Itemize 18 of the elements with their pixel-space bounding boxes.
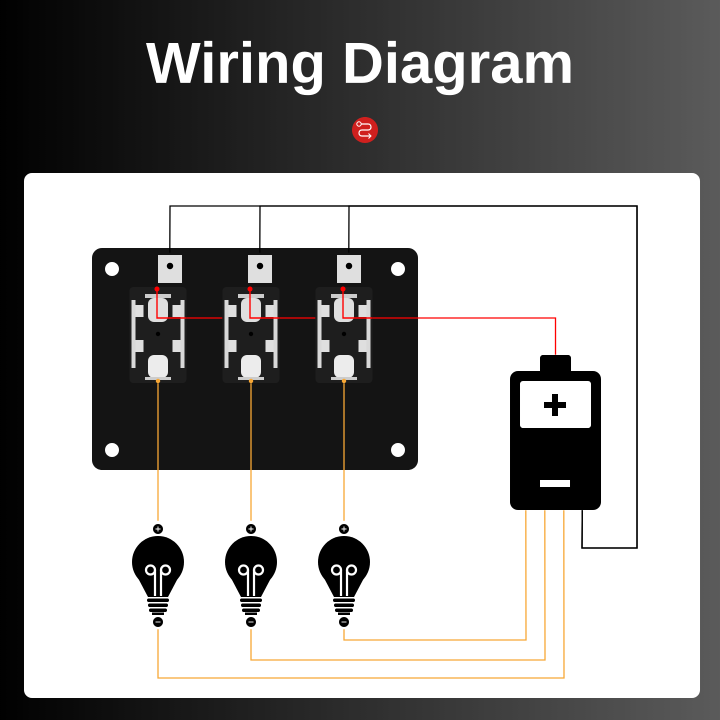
wire bbox=[186, 317, 222, 319]
light-bulb-drawing bbox=[225, 524, 277, 627]
wire bbox=[280, 317, 316, 319]
wire bbox=[348, 205, 638, 549]
rocker-switch-drawing bbox=[130, 255, 186, 384]
wire bbox=[343, 383, 345, 521]
light-bulb-drawing bbox=[132, 524, 184, 627]
wire bbox=[372, 317, 556, 355]
rocker-switch-drawing bbox=[316, 255, 372, 384]
light-bulb-drawing bbox=[318, 524, 370, 627]
wire bbox=[250, 383, 252, 521]
battery-drawing bbox=[510, 355, 601, 510]
wire bbox=[250, 510, 546, 661]
rocker-switch-drawing bbox=[222, 255, 280, 384]
wire bbox=[343, 510, 527, 641]
title: Wiring Diagram bbox=[146, 40, 570, 96]
wire bbox=[157, 510, 565, 679]
wire bbox=[157, 383, 159, 521]
